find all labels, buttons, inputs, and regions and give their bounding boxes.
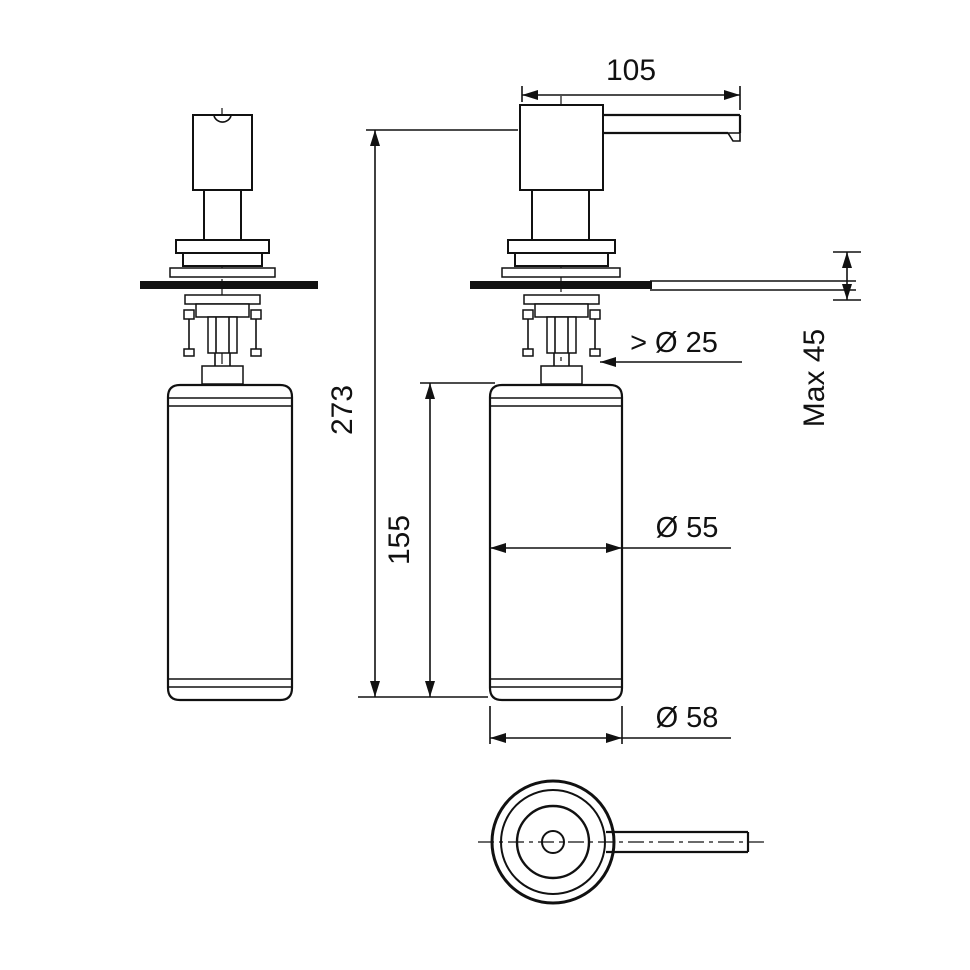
side-bottle <box>488 383 624 702</box>
dim-body-diameter: Ø 55 <box>490 512 731 553</box>
front-screw-left <box>183 309 195 357</box>
spout-arm <box>603 113 742 142</box>
arrow-right-icon <box>724 90 740 100</box>
side-flange-upper <box>507 239 616 254</box>
arrow-down-icon <box>425 681 435 697</box>
top-ring-circle <box>500 789 606 895</box>
front-head-notch <box>213 115 232 123</box>
dim-total-height-label: 273 <box>326 385 359 435</box>
top-inner-circle <box>515 804 591 880</box>
arrow-right-icon <box>606 543 622 553</box>
arrow-up-icon <box>370 130 380 146</box>
front-view <box>140 108 318 702</box>
spout-tip <box>726 132 741 142</box>
top-spout-handle <box>606 830 750 854</box>
dim-base-diameter-label: Ø 58 <box>656 702 719 734</box>
dim-max-counter-thickness-label: Max 45 <box>798 329 831 427</box>
side-washer <box>523 294 600 305</box>
front-base-plate <box>169 267 276 278</box>
dim-hole-diameter: > Ø 25 <box>600 327 742 367</box>
front-pump-head <box>192 114 253 191</box>
dim-spout-length-label: 105 <box>606 54 656 87</box>
arrow-right-icon <box>606 733 622 743</box>
arrow-left-icon <box>490 733 506 743</box>
front-bottle <box>166 383 294 702</box>
arrow-down-icon <box>842 284 852 300</box>
side-pump-head <box>519 104 604 191</box>
front-shaft <box>207 316 238 354</box>
front-washer <box>184 294 261 305</box>
arrow-left-icon <box>600 357 616 367</box>
dim-bottle-height: 155 <box>383 382 495 697</box>
dim-bottle-height-label: 155 <box>383 515 416 565</box>
top-outer-circle <box>490 779 616 905</box>
side-flange-lower <box>514 252 609 267</box>
dim-base-diameter: Ø 58 <box>489 702 731 744</box>
front-nut <box>195 303 250 318</box>
side-pump-neck <box>531 189 590 241</box>
arrow-left-icon <box>522 90 538 100</box>
dimensions: 105 273 155 > Ø 25 <box>326 54 861 744</box>
arrow-up-icon <box>425 383 435 399</box>
front-flange-upper <box>175 239 270 254</box>
dim-hole-diameter-label: > Ø 25 <box>630 327 718 359</box>
arrow-left-icon <box>490 543 506 553</box>
dim-max-counter-thickness: Max 45 <box>798 251 861 427</box>
side-base-plate <box>501 267 621 278</box>
side-nut <box>534 303 589 318</box>
side-screw-right <box>589 309 601 357</box>
front-screw-right <box>250 309 262 357</box>
dim-body-diameter-label: Ø 55 <box>656 512 719 544</box>
front-bottle-collar <box>201 365 244 385</box>
front-pump-neck <box>203 189 242 241</box>
arrow-down-icon <box>370 681 380 697</box>
top-center-circle <box>541 830 565 854</box>
dim-spout-length: 105 <box>521 54 741 110</box>
top-view <box>478 779 766 905</box>
front-flange-lower <box>182 252 263 267</box>
dim-total-height: 273 <box>326 129 518 698</box>
side-view <box>470 96 856 702</box>
arrow-up-icon <box>842 252 852 268</box>
side-screw-left <box>522 309 534 357</box>
side-bottle-collar <box>540 365 583 385</box>
side-shaft <box>546 316 577 354</box>
